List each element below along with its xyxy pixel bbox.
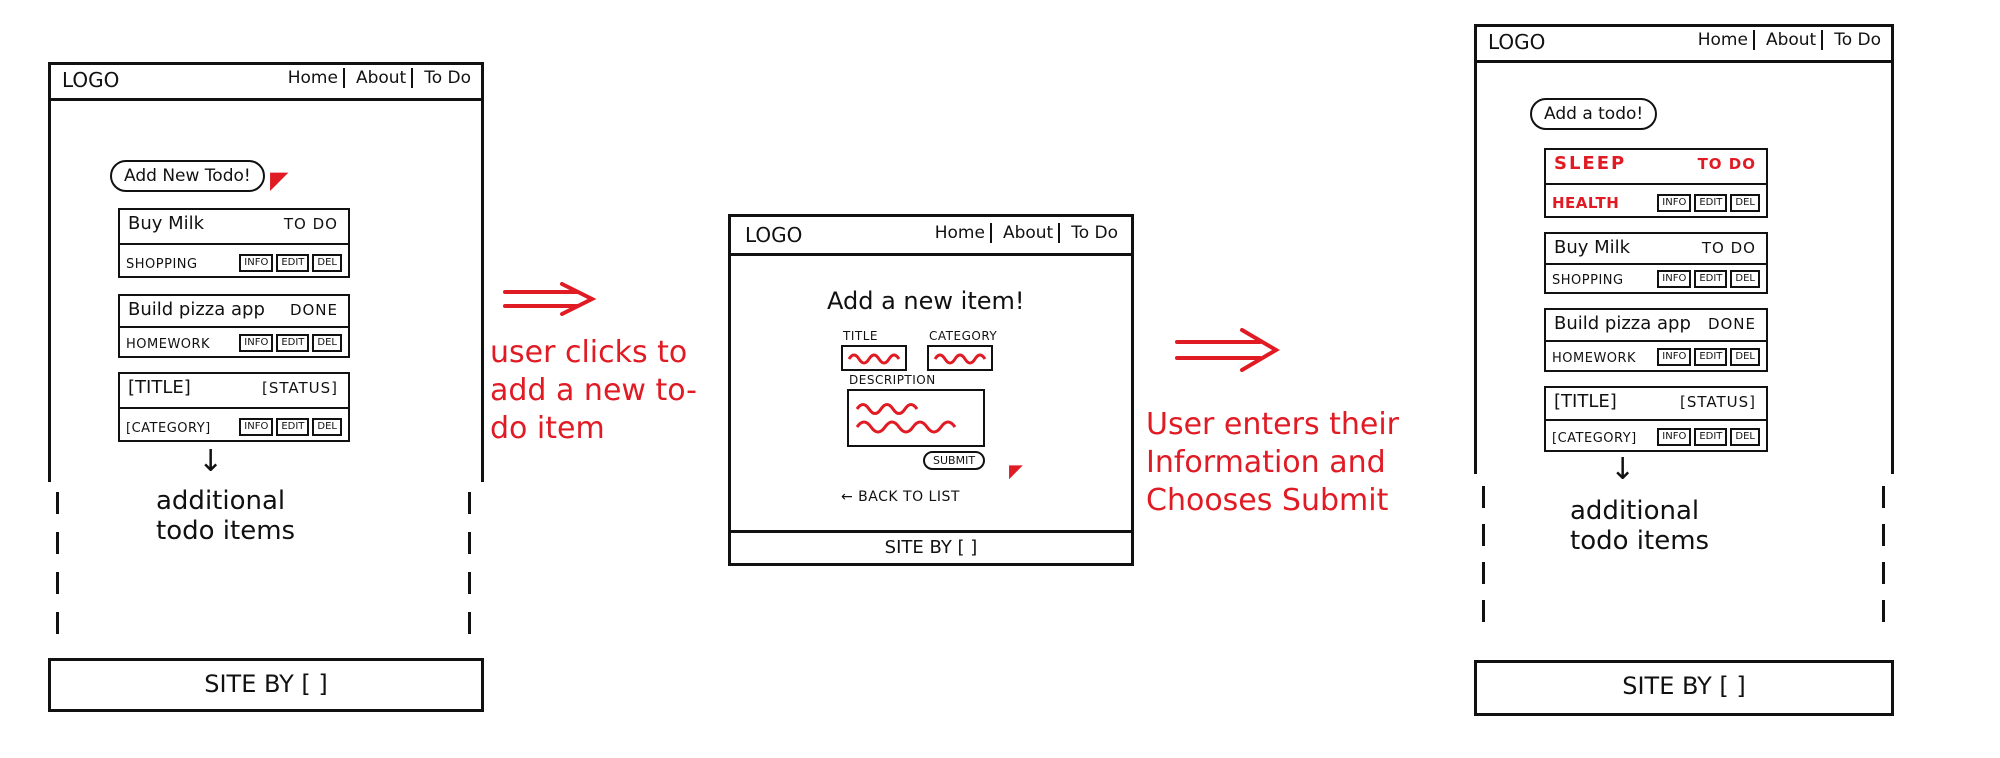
todo-category: SHOPPING bbox=[1552, 273, 1624, 288]
logo: LOGO bbox=[745, 223, 803, 247]
todo-title: SLEEP bbox=[1554, 153, 1627, 174]
cursor-arrow-icon: ◤ bbox=[1009, 461, 1023, 482]
todo-status: TO DO bbox=[1701, 239, 1756, 257]
todo-status: TO DO bbox=[283, 215, 338, 233]
logo: LOGO bbox=[62, 68, 120, 92]
todo-status: [STATUS] bbox=[1680, 393, 1756, 411]
delete-button[interactable]: DEL bbox=[1730, 428, 1760, 446]
nav-about[interactable]: About bbox=[355, 68, 407, 88]
nav-home[interactable]: Home bbox=[287, 68, 338, 88]
edit-button[interactable]: EDIT bbox=[276, 334, 310, 352]
back-to-list-link[interactable]: ← BACK TO LIST bbox=[841, 489, 960, 505]
nav: Home About To Do bbox=[1695, 30, 1884, 50]
title-input[interactable] bbox=[841, 345, 907, 371]
add-todo-button[interactable]: Add New Todo! bbox=[110, 160, 265, 192]
title-label: TITLE bbox=[843, 329, 878, 343]
todo-category: HOMEWORK bbox=[126, 337, 211, 352]
todo-card[interactable]: Build pizza app DONE HOMEWORK INFO EDIT … bbox=[1544, 308, 1768, 372]
edit-button[interactable]: EDIT bbox=[1694, 348, 1728, 366]
todo-card-template[interactable]: [TITLE] [STATUS] [CATEGORY] INFO EDIT DE… bbox=[1544, 386, 1768, 452]
todo-category: [CATEGORY] bbox=[1552, 431, 1637, 446]
annotation-submit: User enters their Information and Choose… bbox=[1146, 407, 1400, 518]
todo-status: DONE bbox=[289, 301, 338, 319]
todo-title: Build pizza app bbox=[1554, 313, 1691, 334]
edit-button[interactable]: EDIT bbox=[1694, 428, 1728, 446]
edit-button[interactable]: EDIT bbox=[276, 418, 310, 436]
category-label: CATEGORY bbox=[929, 329, 998, 343]
todo-title: Buy Milk bbox=[1554, 237, 1631, 258]
cursor-arrow-icon: ◤ bbox=[270, 166, 289, 194]
flow-arrow-icon bbox=[1175, 328, 1280, 372]
footer: SITE BY [ ] bbox=[204, 670, 328, 698]
form-heading: Add a new item! bbox=[827, 287, 1025, 315]
todo-title: Buy Milk bbox=[128, 213, 205, 234]
todo-category: [CATEGORY] bbox=[126, 421, 211, 436]
nav: Home About To Do bbox=[932, 223, 1121, 243]
additional-items-note: additional todo items bbox=[1570, 496, 1710, 556]
add-todo-button[interactable]: Add a todo! bbox=[1530, 98, 1658, 130]
description-label: DESCRIPTION bbox=[849, 373, 936, 387]
nav-about[interactable]: About bbox=[1765, 30, 1817, 50]
down-arrow-icon: ↓ bbox=[198, 444, 224, 479]
header: LOGO Home About To Do bbox=[48, 62, 484, 101]
annotation-add-item: user clicks to add a new to-do item bbox=[490, 335, 697, 446]
info-button[interactable]: INFO bbox=[1657, 348, 1692, 366]
footer-frame bbox=[48, 658, 484, 712]
todo-category: HOMEWORK bbox=[1552, 351, 1637, 366]
footer: SITE BY [ ] bbox=[1622, 672, 1746, 700]
todo-title: [TITLE] bbox=[1554, 391, 1617, 412]
delete-button[interactable]: DEL bbox=[312, 418, 342, 436]
delete-button[interactable]: DEL bbox=[1730, 270, 1760, 288]
down-arrow-icon: ↓ bbox=[1610, 452, 1636, 487]
category-input[interactable] bbox=[927, 345, 993, 371]
footer: SITE BY [ ] bbox=[731, 530, 1131, 563]
delete-button[interactable]: DEL bbox=[1730, 348, 1760, 366]
nav-todo[interactable]: To Do bbox=[1834, 30, 1881, 50]
submit-button[interactable]: SUBMIT bbox=[923, 451, 986, 470]
info-button[interactable]: INFO bbox=[1657, 194, 1692, 212]
todo-title: Build pizza app bbox=[128, 299, 265, 320]
footer-frame bbox=[1474, 660, 1894, 716]
edit-button[interactable]: EDIT bbox=[1694, 270, 1728, 288]
todo-category: HEALTH bbox=[1552, 194, 1620, 212]
nav-todo[interactable]: To Do bbox=[424, 68, 471, 88]
description-input[interactable] bbox=[847, 389, 985, 447]
nav-home[interactable]: Home bbox=[1697, 30, 1748, 50]
flow-arrow-icon bbox=[503, 282, 597, 316]
wireframe-list-after: LOGO Home About To Do Add a todo! SLEEP TO… bbox=[1474, 24, 1894, 720]
nav-about[interactable]: About bbox=[1002, 223, 1054, 243]
delete-button[interactable]: DEL bbox=[312, 334, 342, 352]
info-button[interactable]: INFO bbox=[1657, 270, 1692, 288]
wireframe-list-before: LOGO Home About To Do Add New Todo! ◤ Buy … bbox=[48, 62, 484, 712]
todo-status: [STATUS] bbox=[262, 379, 338, 397]
todo-status: TO DO bbox=[1697, 155, 1756, 173]
header: LOGO Home About To Do bbox=[731, 217, 1131, 256]
delete-button[interactable]: DEL bbox=[1730, 194, 1760, 212]
todo-card[interactable]: Buy Milk TO DO SHOPPING INFO EDIT DEL bbox=[118, 208, 350, 278]
info-button[interactable]: INFO bbox=[239, 418, 274, 436]
nav-todo[interactable]: To Do bbox=[1071, 223, 1118, 243]
todo-card[interactable]: Build pizza app DONE HOMEWORK INFO EDIT … bbox=[118, 294, 350, 358]
logo: LOGO bbox=[1488, 30, 1546, 54]
todo-card-template[interactable]: [TITLE] [STATUS] [CATEGORY] INFO EDIT DE… bbox=[118, 372, 350, 442]
todo-card-new[interactable]: SLEEP TO DO HEALTH INFO EDIT DEL bbox=[1544, 148, 1768, 218]
todo-status: DONE bbox=[1707, 315, 1756, 333]
todo-category: SHOPPING bbox=[126, 257, 198, 272]
wireframe-add-form: LOGO Home About To Do Add a new item! TITL… bbox=[728, 214, 1134, 566]
info-button[interactable]: INFO bbox=[239, 254, 274, 272]
delete-button[interactable]: DEL bbox=[312, 254, 342, 272]
info-button[interactable]: INFO bbox=[1657, 428, 1692, 446]
additional-items-note: additional todo items bbox=[156, 486, 296, 546]
info-button[interactable]: INFO bbox=[239, 334, 274, 352]
edit-button[interactable]: EDIT bbox=[276, 254, 310, 272]
edit-button[interactable]: EDIT bbox=[1694, 194, 1728, 212]
todo-title: [TITLE] bbox=[128, 377, 191, 398]
nav-home[interactable]: Home bbox=[934, 223, 985, 243]
todo-card[interactable]: Buy Milk TO DO SHOPPING INFO EDIT DEL bbox=[1544, 232, 1768, 294]
nav: Home About To Do bbox=[285, 68, 474, 88]
header: LOGO Home About To Do bbox=[1474, 24, 1894, 63]
